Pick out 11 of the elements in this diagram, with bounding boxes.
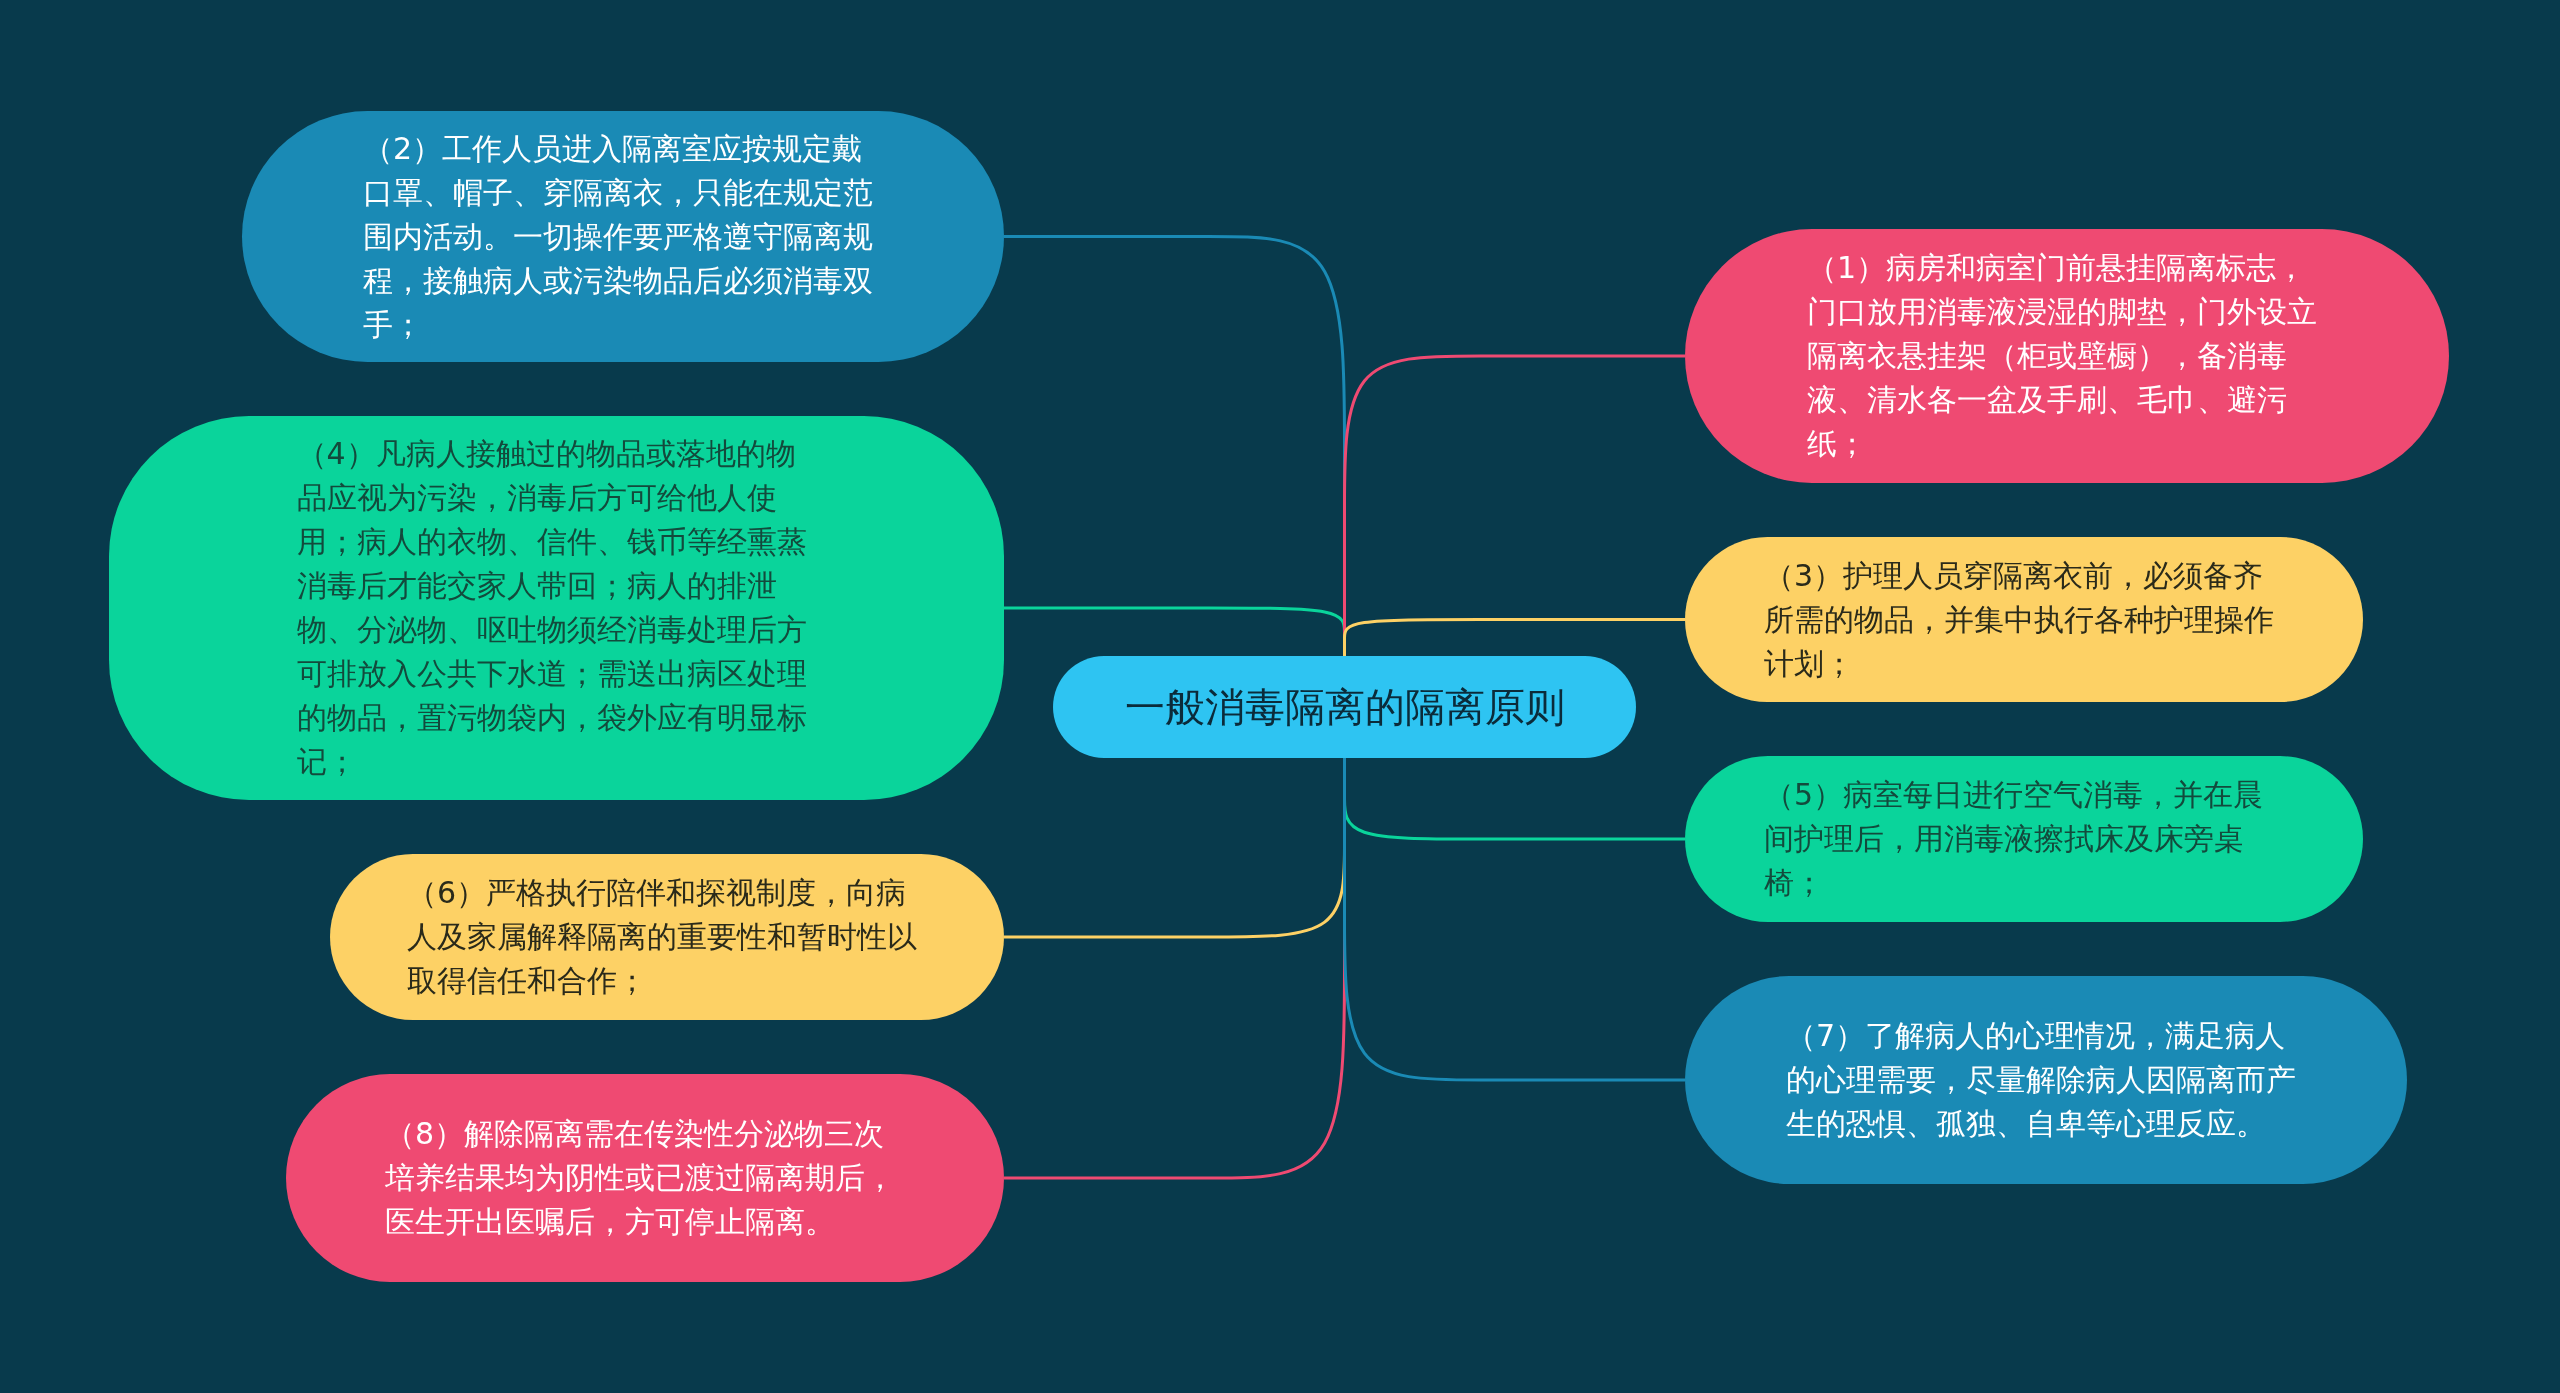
note-text: （8）解除隔离需在传染性分泌物三次培养结果均为阴性或已渡过隔离期后，医生开出医嘱后，方可停止隔离。	[385, 1115, 896, 1241]
note-text: （7）了解病人的心理情况，满足病人的心理需要，尽量解除病人因隔离而产生的恐惧、孤独、自卑等心理反应。	[1786, 1017, 2297, 1143]
note-text: （4）凡病人接触过的物品或落地的物品应视为污染，消毒后方可给他人使用；病人的衣物、信件、钱币等经熏蒸消毒后才能交家人带回；病人的排泄物、分泌物、呕吐物须经消毒处理后方可排放入公共下水道；需送出病区处理的物品，置污物袋内，袋外应有明显标记；	[296, 435, 808, 781]
note-text: （6）严格执行陪伴和探视制度，向病人及家属解释隔离的重要性和暂时性以取得信任和合作；	[407, 874, 918, 1000]
topic-text: 一般消毒隔离的隔离原则	[1124, 683, 1565, 732]
connector-line	[1343, 758, 1685, 1082]
note-text: （3）护理人员穿隔离衣前，必须备齐所需的物品，并集中执行各种护理操作计划；	[1764, 556, 2275, 683]
note-text: （1）病房和病室门前悬挂隔离标志，门口放用消毒液浸湿的脚垫，门外设立隔离衣悬挂架（柜或壁橱），备消毒液、清水各一盆及手刷、毛巾、避污纸；	[1807, 249, 2318, 463]
connector-line	[1343, 618, 1685, 656]
note-text: （5）病室每日进行空气消毒，并在晨间护理后，用消毒液擦拭床及床旁桌椅；	[1764, 776, 2265, 902]
note-text: （2）工作人员进入隔离室应按规定戴口罩、帽子、穿隔离衣，只能在规定范围内活动。一切操作要严格遵守隔离规程，接触病人或污染物品后必须消毒双手；	[363, 129, 874, 344]
